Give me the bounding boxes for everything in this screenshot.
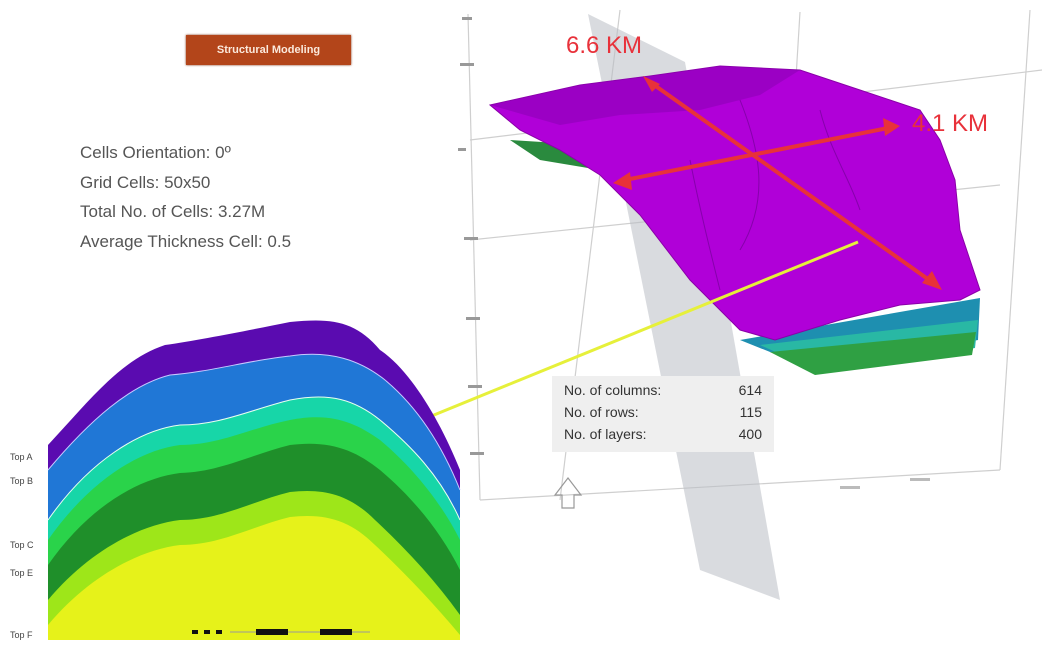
title-badge: Structural Modeling: [186, 35, 351, 65]
width-arrow: [624, 126, 889, 182]
width-label: 4.1 KM: [912, 110, 989, 137]
total-cells: Total No. of Cells: 3.27M: [80, 202, 266, 221]
row-label: No. of columns:: [564, 382, 662, 398]
x-axis-ticks: [840, 478, 930, 489]
grid-cells: Grid Cells: 50x50: [80, 172, 211, 192]
z-axis-ticks: [458, 17, 484, 455]
length-label: 6.6 KM: [566, 32, 643, 59]
north-arrow-icon: [553, 477, 583, 509]
grid-dimensions-table: No. of columns: 614 No. of rows: 115 No.…: [552, 376, 774, 452]
surface-layer-green: [770, 332, 976, 375]
row-label: No. of rows:: [564, 404, 639, 420]
fault-lines: [689, 99, 861, 291]
row-value: 400: [738, 426, 762, 442]
horizon-label: Top C: [10, 540, 34, 550]
cells-orientation: Cells Orientation: 0º: [80, 143, 231, 162]
grid-stats: Cells Orientation: 0º Grid Cells: 50x50 …: [80, 138, 291, 256]
table-row: No. of columns: 614: [564, 382, 762, 404]
row-value: 115: [739, 404, 762, 420]
cross-section: [47, 320, 461, 640]
table-row: No. of layers: 400: [564, 426, 762, 448]
scale-bar: [192, 629, 370, 635]
horizon-label: Top B: [10, 476, 34, 486]
layer-yellow: [48, 515, 460, 640]
table-row: No. of rows: 115: [564, 404, 762, 426]
average-thickness: Average Thickness Cell: 0.5: [80, 231, 292, 251]
horizon-label: Top A: [10, 452, 33, 462]
top-surface-shade: [490, 66, 800, 125]
dimension-arrows: [613, 76, 942, 290]
length-arrow: [648, 80, 934, 284]
row-value: 614: [738, 382, 762, 398]
horizon-label: Top E: [10, 568, 34, 578]
horizon-label: Top F: [10, 630, 33, 640]
row-label: No. of layers:: [564, 426, 647, 442]
